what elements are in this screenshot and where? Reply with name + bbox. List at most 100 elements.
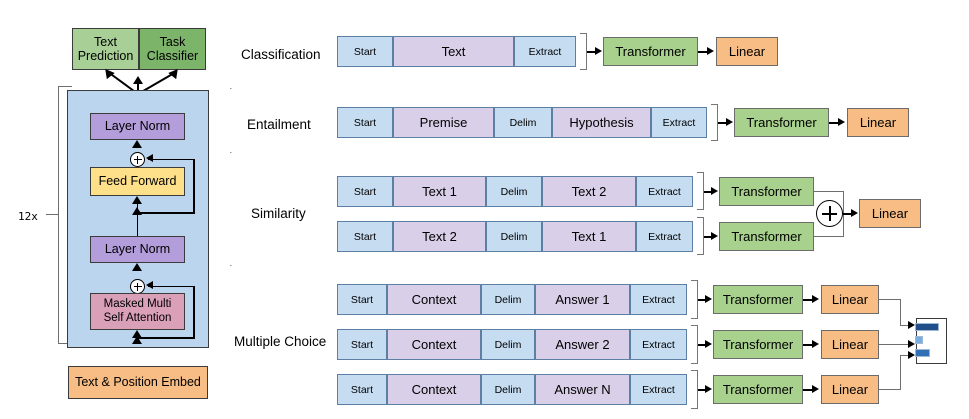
task-label-classification: Classification [241,47,321,62]
residual-top-wire-v [193,158,196,214]
module-linear-similarity: Linear [859,199,921,228]
token-text-1: Text 1 [542,221,636,252]
token-start: Start [337,329,387,360]
token-delim: Delim [481,284,535,315]
arrowhead-mc1-linear [812,295,819,303]
residual-add-bottom [130,279,145,294]
token-start: Start [337,374,387,405]
arrowhead-mc2-linear [812,340,819,348]
sequence-bracket-entailment [711,104,718,141]
wire-mc1-out [879,299,901,301]
module-linear-classification: Linear [716,37,778,66]
wire-cls-to-transformer [587,51,596,53]
ln-bottom-to-ff-line [136,212,139,236]
arrowhead-mc2-out [908,340,915,348]
similarity-add-operator [816,200,843,227]
repeat-bracket-bottom [58,343,72,345]
feed-forward-block: Feed Forward [90,167,185,196]
token-delim: Delim [481,374,535,405]
sequence-bracket-classification [580,33,587,70]
layer-norm-top-block: Layer Norm [90,113,185,140]
token-delim: Delim [486,176,542,207]
wire-sim-add-linear [843,213,852,215]
arrowhead-block-output [133,76,143,84]
residual-top-wire-bottom [137,212,194,214]
multiple-choice-output-chart [915,318,947,364]
output-bar-1 [915,323,939,331]
module-linear-entailment: Linear [847,108,909,137]
arrowhead-ln-top [132,140,143,148]
masked-self-attention-line1: Masked Multi [103,298,172,311]
text-position-embed-label: Text & Position Embed [75,375,201,390]
token-delim: Delim [494,107,552,138]
separator-2 [230,152,969,153]
token-start: Start [337,221,393,252]
arrowhead-mc3-out [908,351,915,359]
feed-forward-label: Feed Forward [98,174,177,189]
arrowhead-sim-a-transformer [711,187,718,195]
text-prediction-label: Text Prediction [77,34,134,63]
token-answer-2: Answer 2 [535,329,630,360]
residual-bottom-wire-bottom [137,337,194,339]
token-extract: Extract [636,221,693,252]
wire-sim-b-transformer [704,236,712,238]
text-prediction-head: Text Prediction [72,28,139,70]
wire-mc2-out [879,344,912,346]
repeat-bracket-top [58,86,72,88]
wire-mc1-linear [803,299,813,301]
arrowhead-embed-out [132,336,143,344]
token-answer-n: Answer N [535,374,630,405]
token-context: Context [387,374,481,405]
token-start: Start [337,107,393,138]
token-start: Start [337,284,387,315]
module-transformer-similarity-1: Transformer [719,177,814,206]
module-linear-mc-3: Linear [821,375,879,404]
token-text-2: Text 2 [393,221,486,252]
arrowhead-sim-b-transformer [711,232,718,240]
token-start: Start [337,36,393,67]
output-bar-2 [915,336,923,344]
wire-mc3-out [879,389,901,391]
residual-top-wire-h [148,158,195,161]
token-text-2: Text 2 [542,176,636,207]
masked-self-attention-block: Masked Multi Self Attention [90,293,185,330]
arrowhead-cls-transformer [595,47,602,55]
token-delim: Delim [481,329,535,360]
token-extract: Extract [630,329,687,360]
arrowhead-ent-linear [838,118,845,126]
sequence-bracket-mc-1 [691,280,698,319]
wire-cls-transformer-linear [698,51,708,53]
wire-mc1-transformer [698,299,706,301]
layer-norm-top-label: Layer Norm [104,119,171,134]
separator-1 [230,88,969,89]
arrowhead-mc1-transformer [705,295,712,303]
arrowhead-attention [132,330,143,338]
layer-norm-bottom-block: Layer Norm [90,236,185,263]
wire-ent-transformer-linear [829,122,839,124]
token-answer-1: Answer 1 [535,284,630,315]
wire-mc3-in [900,355,912,357]
output-bar-3 [915,349,930,357]
repeat-bracket-vertical [58,86,60,344]
module-transformer-similarity-2: Transformer [719,222,814,251]
wire-mc2-linear [803,344,813,346]
wire-mc1-in [900,325,912,327]
arrowhead-mc3-transformer [705,385,712,393]
sequence-bracket-mc-2 [691,325,698,364]
sequence-bracket-mc-3 [691,370,698,409]
token-text-1: Text 1 [393,176,486,207]
repeat-count-label: 12x [18,210,38,223]
sequence-bracket-similarity-b [697,217,704,255]
token-context: Context [387,284,481,315]
repeat-bracket-tick [46,214,58,216]
module-transformer-classification: Transformer [603,37,698,66]
arrowhead-mc3-linear [812,385,819,393]
token-extract: Extract [630,284,687,315]
wire-ent-to-transformer [718,122,727,124]
wire-mc3-up [900,355,902,390]
token-extract: Extract [514,36,576,67]
separator-3 [230,265,969,266]
task-classifier-head: Task Classifier [139,28,206,70]
task-label-multiple-choice: Multiple Choice [234,334,327,349]
residual-add-top [130,152,145,167]
